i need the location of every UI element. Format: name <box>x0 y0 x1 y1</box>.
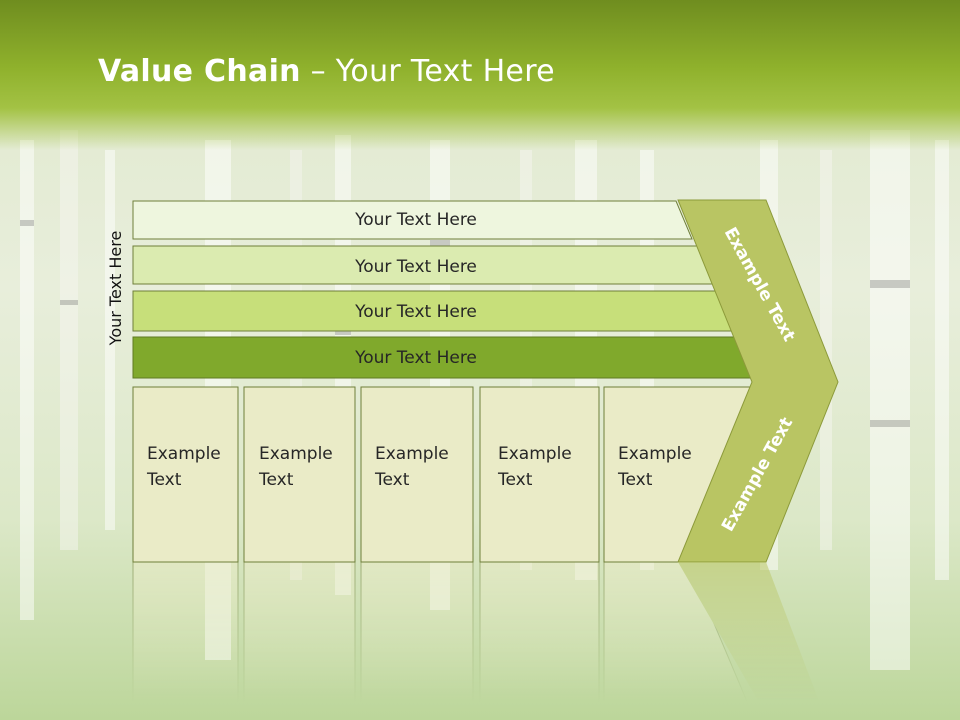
bar-1 <box>132 200 693 240</box>
title-bold: Value Chain <box>98 54 301 89</box>
bar-3-label: Your Text Here <box>354 302 477 322</box>
cell-3-line2: Text <box>374 470 410 490</box>
vertical-label: Your Text Here <box>106 231 125 347</box>
cell-2-line2: Text <box>258 470 294 490</box>
cell-4-line2: Text <box>497 470 533 490</box>
cell-5-line2: Text <box>617 470 653 490</box>
diagram-reflection <box>132 561 820 720</box>
cell-2-line1: Example <box>259 444 333 464</box>
bar-4-label: Your Text Here <box>354 348 477 368</box>
cell-1-line1: Example <box>147 444 221 464</box>
cell-4-line1: Example <box>498 444 572 464</box>
cell-3-line1: Example <box>375 444 449 464</box>
cell-1 <box>132 386 239 563</box>
header-band <box>0 0 960 150</box>
cell-1-line2: Text <box>146 470 182 490</box>
cell-5-line1: Example <box>618 444 692 464</box>
bar-2-label: Your Text Here <box>354 257 477 277</box>
bar-1-label: Your Text Here <box>354 210 477 230</box>
cell-2 <box>243 386 356 563</box>
slide-title: Value Chain – Your Text Here <box>98 54 555 89</box>
chevron-arrow <box>677 199 839 563</box>
cell-4 <box>479 386 600 563</box>
cell-3 <box>360 386 474 563</box>
title-rest: – Your Text Here <box>300 54 555 89</box>
